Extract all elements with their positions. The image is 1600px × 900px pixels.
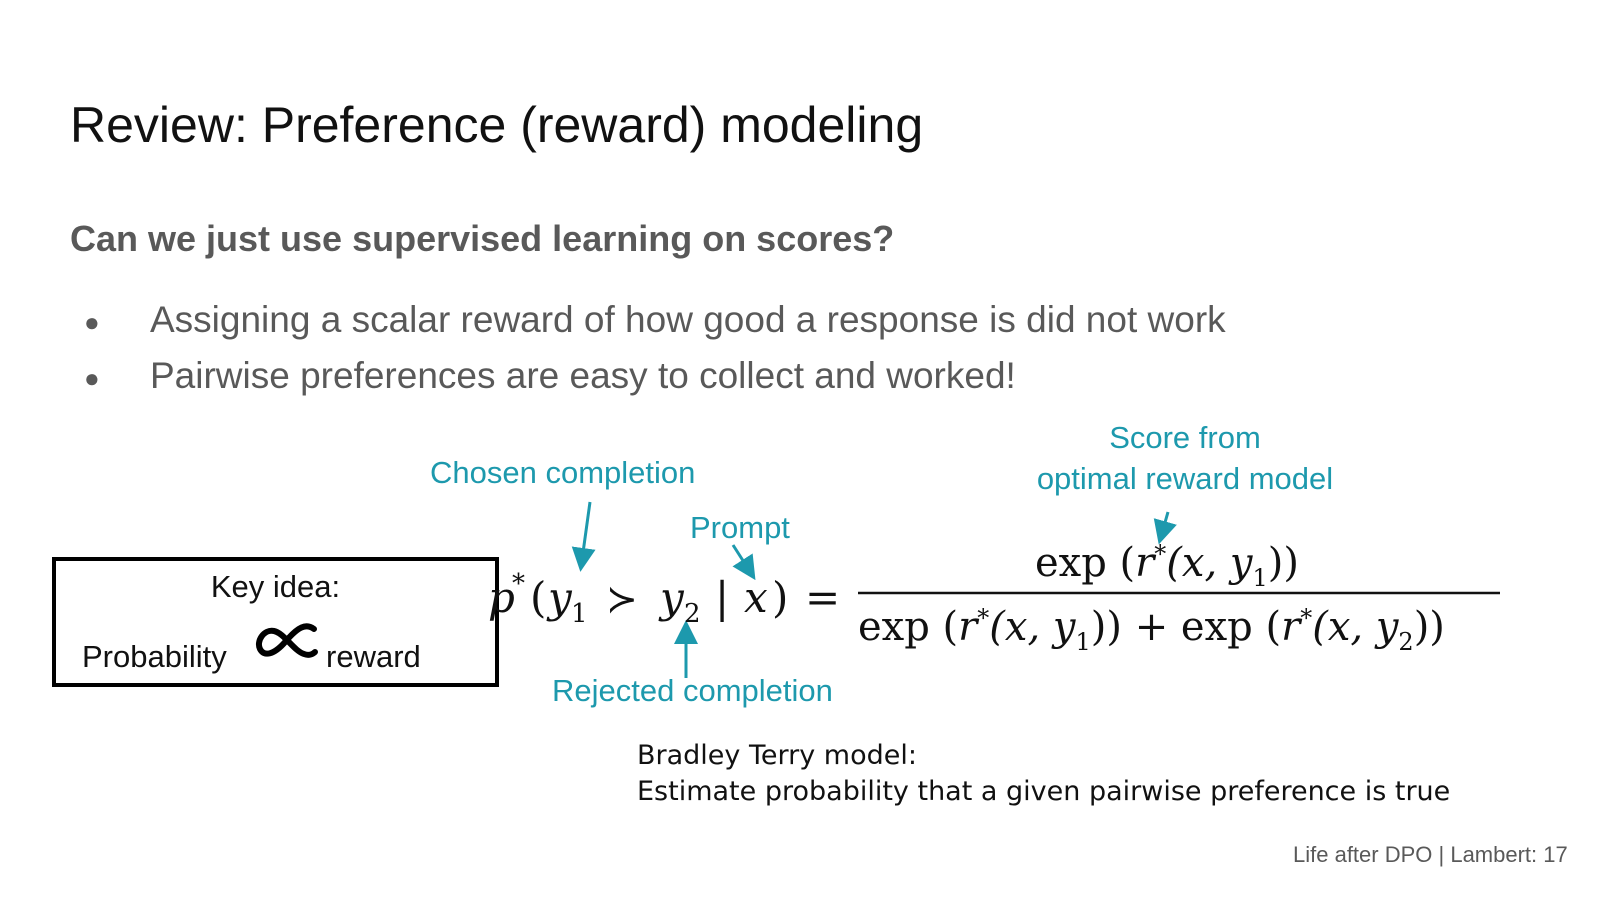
numerator-y: y bbox=[1228, 540, 1254, 586]
formula-equals: = bbox=[805, 573, 840, 622]
numerator-args: (x, bbox=[1166, 540, 1230, 586]
bullet-marker: ● bbox=[84, 307, 100, 338]
denominator-r1: r bbox=[958, 604, 980, 650]
denominator-plus: + exp ( bbox=[1122, 604, 1281, 650]
key-idea-box: Key idea: Probability reward bbox=[52, 557, 499, 687]
chosen-completion-label: Chosen completion bbox=[430, 455, 696, 490]
slide-title: Review: Preference (reward) modeling bbox=[70, 97, 924, 153]
denominator-sub1: 1 bbox=[1075, 628, 1090, 656]
denominator-y1: y bbox=[1051, 604, 1077, 650]
formula-bar: | bbox=[715, 573, 729, 622]
formula-p: p bbox=[488, 573, 515, 622]
slide-footer: Life after DPO | Lambert: 17 bbox=[1293, 842, 1568, 867]
formula-succ: ≻ bbox=[606, 577, 638, 621]
proportional-to-icon bbox=[256, 623, 318, 658]
key-idea-reward: reward bbox=[326, 639, 421, 674]
chosen-arrow bbox=[571, 501, 596, 572]
denominator-r2: r bbox=[1281, 604, 1303, 650]
numerator-r: r bbox=[1135, 540, 1157, 586]
prompt-label: Prompt bbox=[690, 510, 790, 545]
formula-close-paren: ) bbox=[772, 573, 788, 622]
caption-line1: Bradley Terry model: bbox=[637, 740, 917, 771]
formula-y1-sub: 1 bbox=[571, 599, 588, 629]
bullet-text: Pairwise preferences are easy to collect… bbox=[150, 355, 1016, 396]
key-idea-heading: Key idea: bbox=[210, 569, 341, 604]
denominator-args2: (x, bbox=[1312, 604, 1376, 650]
numerator-star: * bbox=[1154, 540, 1166, 568]
denominator-args1: (x, bbox=[989, 604, 1053, 650]
bullet-list: ● Assigning a scalar reward of how good a… bbox=[84, 298, 1226, 410]
caption-line2: Estimate probability that a given pairwi… bbox=[637, 776, 1451, 807]
denominator-star2: * bbox=[1300, 604, 1312, 632]
rejected-completion-label: Rejected completion bbox=[552, 673, 833, 708]
formula-star: * bbox=[512, 569, 525, 599]
score-label-line1: Score from bbox=[1109, 420, 1261, 455]
denominator-exp: exp (r*(x, y1)) + exp (r*(x, y2)) bbox=[858, 604, 1445, 656]
formula-y1: y bbox=[546, 573, 573, 622]
bullet-item: ● Pairwise preferences are easy to collec… bbox=[84, 354, 1226, 410]
numerator-close: )) bbox=[1268, 540, 1299, 586]
numerator-exp: exp (r*(x, y1)) bbox=[1035, 540, 1299, 592]
score-label-line2: optimal reward model bbox=[1036, 461, 1334, 496]
denominator-star1: * bbox=[977, 604, 989, 632]
slide-subtitle: Can we just use supervised learning on s… bbox=[70, 218, 895, 259]
formula-y2: y bbox=[658, 573, 685, 622]
denominator-prefix: exp ( bbox=[858, 604, 958, 650]
denominator-sub2: 2 bbox=[1398, 628, 1413, 656]
denominator-close1: )) bbox=[1091, 604, 1122, 650]
bullet-marker: ● bbox=[84, 363, 100, 394]
bullet-text: Assigning a scalar reward of how good a … bbox=[150, 299, 1226, 340]
denominator-close2: )) bbox=[1414, 604, 1445, 650]
bradley-terry-caption: Bradley Terry model: Estimate probabilit… bbox=[637, 738, 1450, 810]
numerator-prefix: exp ( bbox=[1035, 540, 1135, 586]
bullet-item: ● Assigning a scalar reward of how good a… bbox=[84, 298, 1226, 354]
numerator-sub: 1 bbox=[1252, 564, 1267, 592]
denominator-y2: y bbox=[1374, 604, 1400, 650]
score-arrow bbox=[1153, 511, 1177, 545]
formula-open-paren: ( bbox=[530, 573, 546, 622]
prompt-arrow bbox=[731, 544, 756, 581]
formula-x: x bbox=[744, 573, 768, 622]
key-idea-probability: Probability bbox=[82, 639, 227, 674]
formula-y2-sub: 2 bbox=[684, 599, 701, 629]
